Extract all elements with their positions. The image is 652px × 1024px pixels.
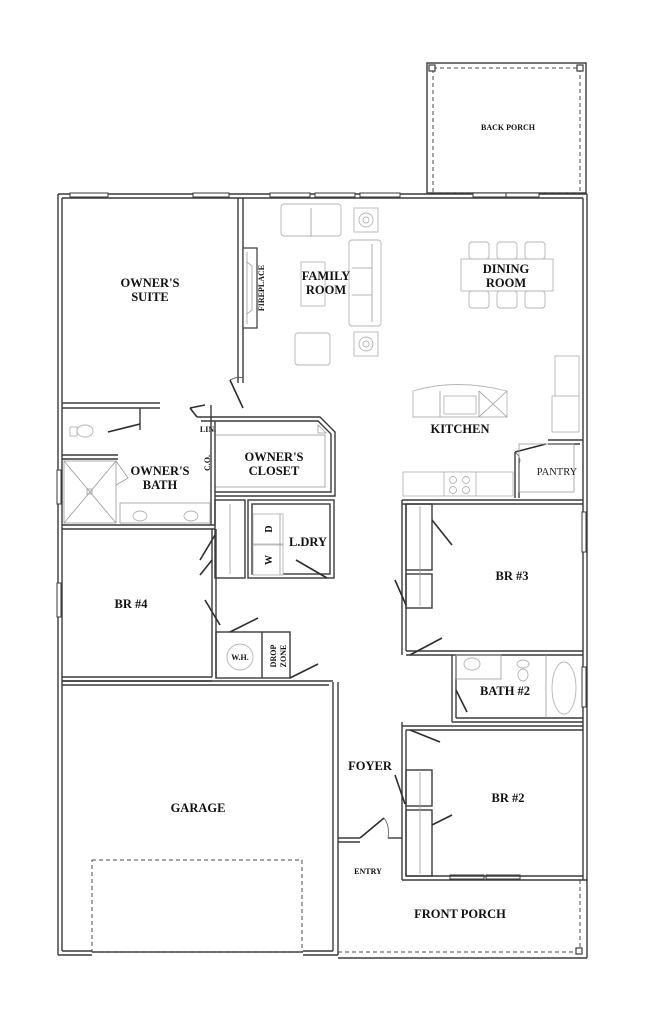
drop-zone-label-1: DROP <box>269 645 278 668</box>
bedroom-2: BR #2 <box>394 722 587 881</box>
owners-bath-label-2: BATH <box>143 478 178 492</box>
owners-bath-label-1: OWNER'S <box>130 464 189 478</box>
kitchen-label: KITCHEN <box>430 422 489 436</box>
br2-label: BR #2 <box>492 791 525 805</box>
garage: GARAGE <box>62 680 333 953</box>
dryer-label: D <box>264 525 275 532</box>
foyer-label: FOYER <box>348 759 393 773</box>
laundry: D W L.DRY <box>199 499 335 579</box>
pantry: PANTRY <box>514 439 583 498</box>
bedroom-4: BR #4 <box>62 529 221 682</box>
water-heater-dropzone: W.H. DROP ZONE <box>215 617 319 679</box>
front-porch-label: FRONT PORCH <box>414 907 506 921</box>
bath-2: BATH #2 <box>451 654 583 723</box>
bedroom-3: BR #3 <box>394 499 583 656</box>
family-room-label-1: FAMILY <box>302 269 351 283</box>
kitchen: KITCHEN <box>402 355 580 497</box>
br3-label: BR #3 <box>496 569 529 583</box>
water-heater-label: W.H. <box>231 653 249 662</box>
dining-room: DINING ROOM <box>460 241 554 309</box>
dining-room-label-1: DINING <box>483 262 530 276</box>
owners-closet: LIN. C.O. OWNER'S CLOSET <box>197 416 336 497</box>
family-room-label-2: ROOM <box>306 283 346 297</box>
entry-label: ENTRY <box>354 867 382 876</box>
laundry-label: L.DRY <box>289 535 327 549</box>
owners-suite-label-2: SUITE <box>131 290 169 304</box>
linen-label: LIN. <box>200 425 216 434</box>
family-room-furniture: FAMILY ROOM <box>280 203 382 366</box>
windows-top <box>56 192 587 880</box>
fireplace: FIREPLACE <box>242 247 266 329</box>
owners-closet-label-1: OWNER'S <box>244 450 303 464</box>
bath2-label: BATH #2 <box>480 684 530 698</box>
coat-closet-label: C.O. <box>203 455 212 471</box>
back-porch: BACK PORCH <box>426 62 587 194</box>
front-porch: FRONT PORCH <box>338 880 583 955</box>
br4-label: BR #4 <box>115 597 149 611</box>
garage-label: GARAGE <box>171 801 226 815</box>
fireplace-label: FIREPLACE <box>257 265 266 311</box>
owners-bath: OWNER'S BATH <box>62 404 216 530</box>
washer-label: W <box>264 555 275 565</box>
owners-suite: OWNER'S SUITE <box>62 198 244 409</box>
back-porch-label: BACK PORCH <box>481 123 536 132</box>
owners-suite-label-1: OWNER'S <box>120 276 179 290</box>
dining-room-label-2: ROOM <box>486 276 526 290</box>
owners-closet-label-2: CLOSET <box>249 464 300 478</box>
pantry-label: PANTRY <box>537 467 578 478</box>
drop-zone-label-2: ZONE <box>279 645 288 668</box>
foyer-entry: FOYER ENTRY <box>338 759 402 876</box>
